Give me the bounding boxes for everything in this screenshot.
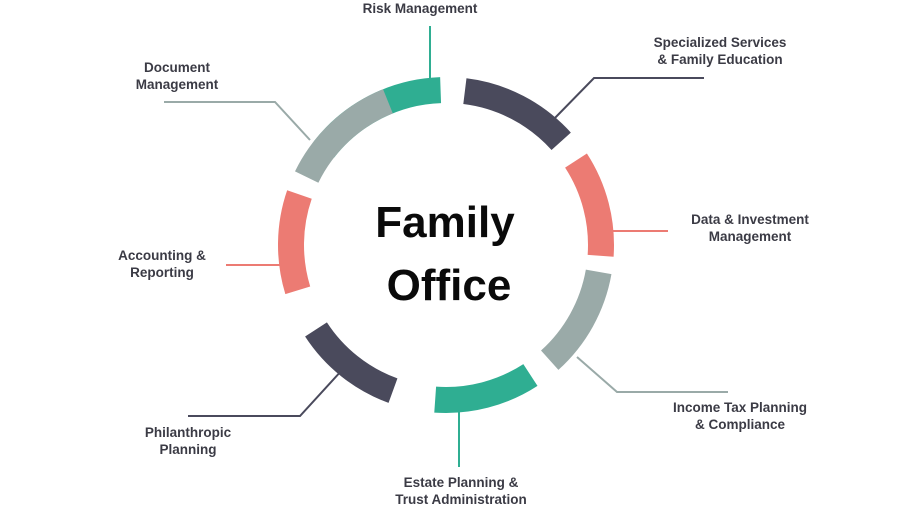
ring-segment xyxy=(564,153,614,257)
service-label: Risk Management xyxy=(363,1,478,16)
ring-segment xyxy=(278,190,312,295)
ring-segment xyxy=(305,322,398,403)
service-label-line: Document xyxy=(144,60,211,75)
service-label-line: Specialized Services xyxy=(654,35,787,50)
service-label-line: Management xyxy=(136,77,219,92)
service-label-line: & Family Education xyxy=(657,52,782,67)
service-label-line: & Compliance xyxy=(695,417,786,432)
ring-segment xyxy=(295,89,394,184)
connector-line xyxy=(550,77,704,123)
service-label-line: Planning xyxy=(160,442,217,457)
service-label-line: Estate Planning & xyxy=(404,475,519,490)
service-label: Accounting & Reporting xyxy=(118,248,206,280)
ring-segments xyxy=(278,77,614,413)
service-label-line: Management xyxy=(709,229,792,244)
center-title-line-1: Family xyxy=(375,198,515,247)
center-title-line-2: Office xyxy=(387,261,512,310)
connector-line xyxy=(164,101,311,141)
service-label-line: Data & Investment xyxy=(691,212,809,227)
ring-segment xyxy=(540,269,612,370)
service-label: Specialized Services & Family Education xyxy=(654,35,787,67)
service-label-line: Philanthropic xyxy=(145,425,232,440)
connector-line xyxy=(576,356,728,393)
service-label-line: Trust Administration xyxy=(395,492,527,506)
service-label-line: Accounting & xyxy=(118,248,206,263)
connector-line xyxy=(188,368,344,417)
service-label: Income Tax Planning & Compliance xyxy=(673,400,807,432)
service-label-line: Reporting xyxy=(130,265,194,280)
ring-segment xyxy=(462,78,571,151)
service-label-line: Risk Management xyxy=(363,1,478,16)
service-label: Estate Planning & Trust Administration xyxy=(395,475,527,506)
service-label-line: Income Tax Planning xyxy=(673,400,807,415)
ring-segment xyxy=(434,363,538,413)
center-title: Family Office xyxy=(375,198,515,310)
